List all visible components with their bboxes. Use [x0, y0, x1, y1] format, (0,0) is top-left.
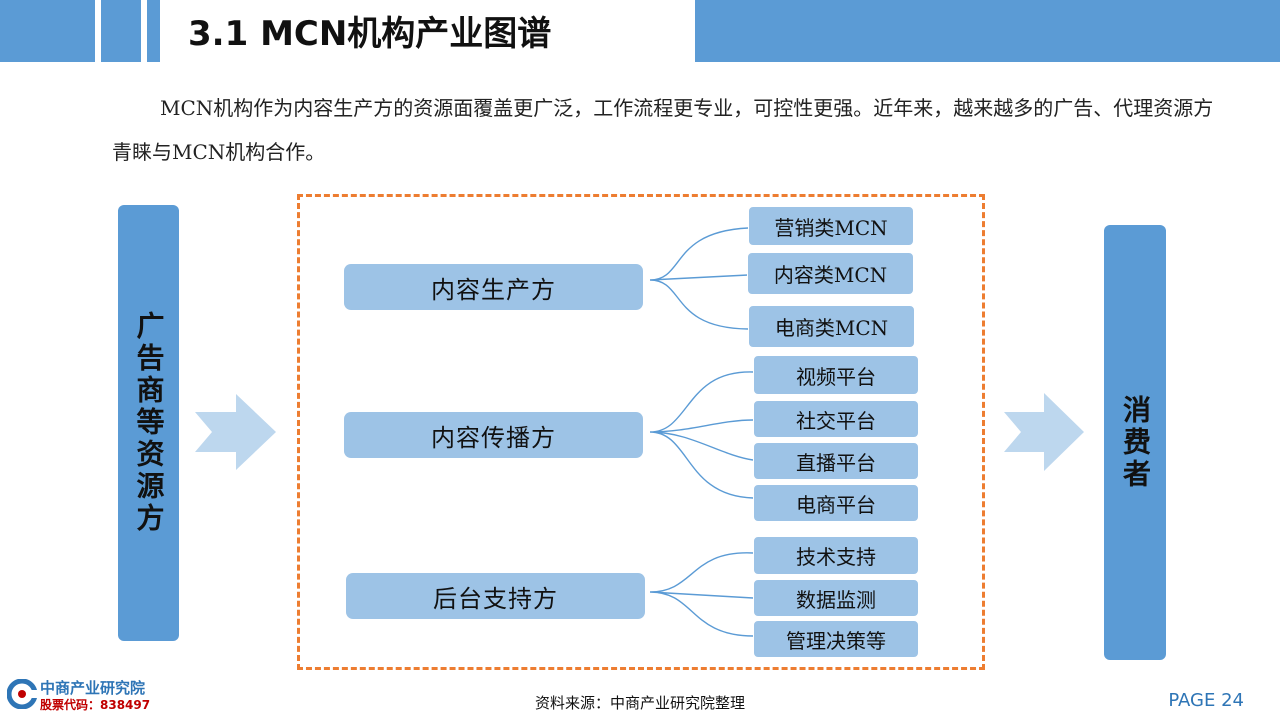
left-resource-label: 广告商等资源方: [132, 311, 166, 535]
industry-chain-frame: [297, 194, 985, 670]
left-resource-bar: 广告商等资源方: [118, 205, 179, 641]
left-arrow-icon: [195, 394, 276, 470]
data-source-note: 资料来源：中商产业研究院整理: [534, 694, 745, 712]
marketing-mcn-box: 营销类MCN: [748, 206, 914, 246]
data-monitoring-box: 数据监测: [753, 579, 919, 617]
content-distributor-box: 内容传播方: [344, 412, 643, 458]
live-platform-box: 直播平台: [753, 442, 919, 480]
company-logo-name: 中商产业研究院: [40, 679, 146, 697]
header-strip-left-3: [147, 0, 160, 62]
stock-code: 股票代码：838497: [40, 698, 151, 712]
brace-content-producer: [649, 227, 749, 330]
social-platform-box: 社交平台: [753, 400, 919, 438]
content-mcn-box: 内容类MCN: [747, 252, 914, 295]
ecommerce-mcn-box: 电商类MCN: [748, 305, 915, 348]
ecommerce-platform-box: 电商平台: [753, 484, 919, 522]
video-platform-box: 视频平台: [753, 355, 919, 395]
intro-paragraph: MCN机构作为内容生产方的资源面覆盖更广泛，工作流程更专业，可控性更强。近年来，…: [112, 96, 1214, 164]
right-arrow-icon: [1004, 393, 1084, 471]
content-producer-box: 内容生产方: [344, 264, 643, 310]
header-strip-left-2: [101, 0, 141, 62]
brace-backend-support: [649, 552, 754, 637]
tech-support-box: 技术支持: [753, 536, 919, 575]
page-title: 3.1 MCN机构产业图谱: [188, 14, 552, 54]
page-number: PAGE 24: [1168, 690, 1244, 711]
company-logo-icon: [7, 679, 37, 709]
consumer-label: 消费者: [1119, 394, 1152, 491]
management-decision-box: 管理决策等: [753, 620, 919, 658]
header-strip-left-1: [0, 0, 95, 62]
header-strip-right: [695, 0, 1280, 62]
backend-support-box: 后台支持方: [346, 573, 645, 619]
consumer-bar: 消费者: [1104, 225, 1166, 660]
brace-content-distributor: [649, 371, 754, 499]
